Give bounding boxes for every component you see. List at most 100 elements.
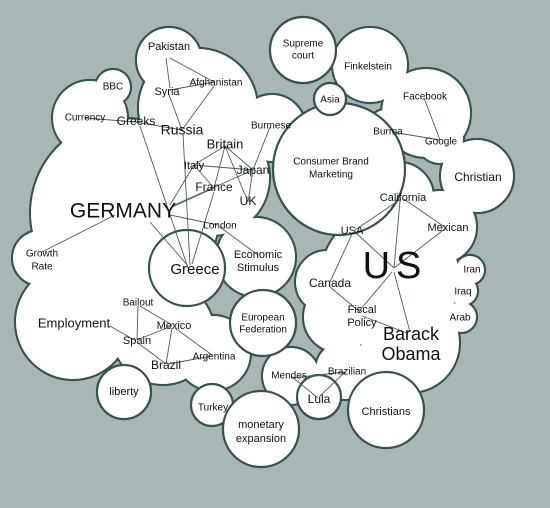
link-pakistan-syria: [165, 57, 171, 89]
label-economic-stimulus-line2: Stimulus: [237, 262, 280, 274]
label-italy: Italy: [184, 160, 205, 172]
label-finkelstein: Finkelstein: [344, 62, 392, 73]
link-bailout-mexico: [139, 305, 173, 326]
label-bailout: Bailout: [123, 298, 154, 309]
label-facebook: Facebook: [403, 92, 448, 103]
link-afghanistan-russia: [181, 85, 215, 131]
label-turkey: Turkey: [198, 403, 228, 414]
bubble-supreme-court-ring: [268, 15, 338, 85]
link-burmese-japan: [252, 126, 271, 171]
label-us: US: [363, 245, 428, 287]
label-japan: Japan: [237, 163, 270, 177]
link-california-usa: [354, 198, 402, 231]
link-us-obama: [393, 271, 411, 333]
link-usa-us: [354, 231, 395, 269]
label-bbc: BBC: [103, 82, 124, 93]
label-currency: Currency: [65, 113, 106, 124]
link-italy-japan: [193, 164, 254, 171]
link-brazil-argentina: [167, 355, 213, 365]
label-arab: Arab: [449, 313, 471, 324]
link-mexico-spain: [136, 325, 173, 341]
link-italy-france: [193, 164, 215, 189]
label-monetary-expansion-line1: monetary: [238, 419, 284, 431]
label-afghanistan: Afghanistan: [190, 78, 243, 89]
link-pakistan-afghanistan: [169, 57, 215, 83]
label-european-federation-line1: European: [241, 313, 284, 324]
link-germany-italy: [169, 164, 195, 206]
link-london-stimulus: [219, 226, 259, 256]
link-california-mexican: [403, 198, 447, 229]
connection-lines: [41, 57, 447, 399]
label-iran: Iran: [463, 265, 480, 276]
label-mexican: Mexican: [428, 222, 469, 234]
label-russia: Russia: [161, 122, 204, 138]
bubble-christians-ring: [346, 370, 426, 450]
link-syria-russia: [167, 91, 183, 131]
label-spain: Spain: [123, 335, 151, 347]
link-canada-fiscal: [329, 286, 361, 313]
label-liberty: liberty: [109, 386, 139, 398]
bubble-asia-ring: [312, 81, 348, 117]
label-asia: Asia: [320, 95, 340, 106]
label-syria: Syria: [154, 86, 180, 98]
label-uk: UK: [240, 194, 257, 208]
label-fiscal-policy-line1: Fiscal: [348, 304, 377, 316]
label-consumer-brand-marketing-line1: Consumer Brand: [293, 157, 369, 168]
label-monetary-expansion-line2: expansion: [236, 433, 286, 445]
label-greeks: Greeks: [117, 114, 156, 128]
link-greeks-russia: [135, 121, 183, 131]
link-fiscal-obama: [361, 315, 408, 334]
link-facebook-google: [423, 97, 441, 141]
link-currency-greeks: [84, 117, 137, 123]
link-employment-spain: [109, 325, 137, 342]
link-britain-uk: [224, 145, 249, 203]
link-germany-london: [169, 214, 219, 226]
label-canada: Canada: [309, 276, 351, 290]
link-germany-greece: [149, 221, 189, 267]
label-mendes: Mendes: [271, 371, 307, 382]
label-consumer-brand-marketing-line2: Marketing: [309, 170, 353, 181]
label-barack-obama-line1: Barack: [383, 324, 440, 344]
link-france-greece: [191, 191, 215, 265]
label-growth-rate-line2: Rate: [31, 262, 53, 273]
label-lula: Lula: [308, 392, 331, 406]
label-employment: Employment: [38, 315, 111, 330]
label-supreme-court-line2: court: [292, 51, 314, 62]
link-spain-brazil: [137, 342, 167, 365]
label-london: London: [203, 221, 236, 232]
link-japan-uk: [247, 169, 254, 203]
label-economic-stimulus-line1: Economic: [234, 249, 283, 261]
term-labels: Pakistan BBC Syria Afghanistan Currency …: [26, 39, 502, 445]
label-usa: USA: [341, 225, 364, 237]
label-brazil: Brazil: [151, 358, 181, 372]
label-google: Google: [425, 137, 458, 148]
label-mexico: Mexico: [157, 320, 192, 332]
label-germany: GERMANY: [70, 200, 176, 223]
link-mendes-brazilian: [290, 371, 346, 379]
link-germany-japan: [171, 169, 254, 207]
label-pakistan: Pakistan: [148, 41, 190, 53]
standalone-bubbles: [95, 15, 426, 469]
bubble-greece-ring: [147, 228, 227, 308]
bubble-european-federation-ring: [228, 288, 298, 358]
label-brazilian: Brazilian: [328, 367, 366, 378]
label-supreme-court-line1: Supreme: [283, 39, 324, 50]
link-germany-growth: [41, 214, 116, 253]
label-european-federation-line2: Federation: [239, 325, 287, 336]
link-mexico-argentina: [174, 327, 213, 356]
link-greeks-greece: [139, 125, 189, 269]
label-growth-rate-line1: Growth: [26, 249, 58, 260]
bubble-monetary-expansion-ring: [221, 389, 301, 469]
link-britain-italy: [193, 145, 226, 166]
label-fiscal-policy-line2: Policy: [347, 317, 377, 329]
link-us-fiscal: [359, 271, 393, 311]
link-britain-japan: [224, 145, 254, 171]
label-barack-obama-line2: Obama: [381, 344, 441, 364]
label-argentina: Argentina: [193, 352, 236, 363]
label-iraq: Iraq: [454, 287, 471, 298]
link-mendes-lula: [290, 375, 319, 399]
label-christians: Christians: [362, 406, 411, 418]
link-mexico-brazil: [165, 327, 173, 365]
link-mexican-us: [393, 227, 447, 269]
bubble-liberty-ring: [95, 363, 153, 421]
